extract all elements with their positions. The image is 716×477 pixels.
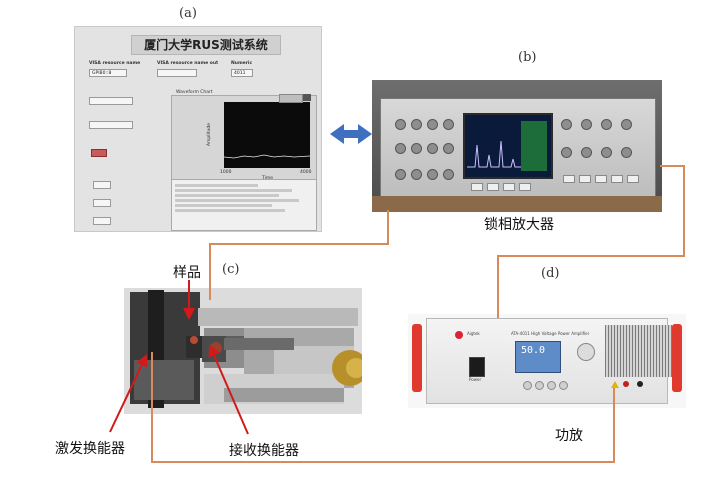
label-c: (c) — [222, 262, 240, 277]
knob — [427, 143, 438, 154]
exciter-label: 激发换能器 — [55, 441, 125, 457]
panel-button[interactable] — [523, 381, 532, 390]
desk-surface — [372, 196, 662, 212]
cable-lockin-to-sample — [209, 210, 389, 300]
key — [611, 175, 623, 183]
rotary-knob[interactable] — [577, 343, 595, 361]
screen-menu-area — [521, 121, 547, 171]
visa-out-label: VISA resource name out — [157, 61, 219, 66]
key — [519, 183, 531, 191]
brand-logo-icon — [455, 331, 463, 339]
receiver-label: 接收换能器 — [229, 443, 299, 459]
notes-box — [171, 179, 317, 231]
key — [487, 183, 499, 191]
bidirectional-arrow-icon — [330, 124, 372, 144]
label-b: (b) — [518, 50, 537, 65]
plot-toggle[interactable] — [279, 94, 303, 103]
waveform-chart: Waveform Chart Amplitude 1000 4000 Time — [171, 90, 317, 193]
knob — [443, 143, 454, 154]
amplifier-label: 功放 — [555, 428, 583, 444]
plot-toggle-indicator[interactable] — [303, 94, 311, 101]
key — [503, 183, 515, 191]
label-d: (d) — [541, 266, 560, 281]
range-field — [89, 121, 133, 129]
panel-button[interactable] — [547, 381, 556, 390]
knob — [601, 147, 612, 158]
knob — [561, 119, 572, 130]
amplifier-display — [515, 341, 561, 373]
knob — [561, 147, 572, 158]
knob — [395, 119, 406, 130]
numeric-field[interactable]: 4011 — [231, 69, 253, 77]
visa-resource-label: VISA resource name — [89, 61, 141, 66]
pointer-receiver — [208, 344, 249, 435]
power-amplifier-photo: Aigtek ATA-4011 High Voltage Power Ampli… — [408, 314, 686, 408]
visa-out-field — [157, 69, 197, 77]
delay-field[interactable] — [93, 217, 111, 225]
chart-plot-area — [223, 102, 311, 168]
sample-stage-photo — [124, 288, 362, 414]
waveform-trace — [223, 154, 311, 159]
cable-lockin-to-amplifier — [497, 165, 685, 318]
numeric-label: Numeric — [231, 61, 253, 66]
chart-title: Waveform Chart — [176, 90, 213, 95]
model-name: ATA-4011 High Voltage Power Amplifier — [511, 331, 590, 336]
lockin-amplifier-photo — [372, 80, 662, 212]
lockin-front-panel — [380, 98, 656, 198]
output-jack-black — [637, 381, 643, 387]
stop-button[interactable] — [91, 149, 107, 157]
freq-field — [89, 97, 133, 105]
key — [627, 175, 639, 183]
output-jack-red — [623, 381, 629, 387]
brand-name: Aigtek — [467, 331, 480, 336]
knob — [411, 169, 422, 180]
lockin-label: 锁相放大器 — [484, 217, 554, 233]
spectrum-trace — [467, 140, 521, 168]
knob — [581, 119, 592, 130]
warning-icon — [611, 381, 619, 388]
pointer-exciter — [109, 354, 148, 433]
sample-label: 样品 — [173, 265, 201, 281]
chart-x-label: Time — [262, 176, 273, 181]
display-value: 50.0 — [521, 345, 546, 356]
knob — [443, 119, 454, 130]
knob — [411, 119, 422, 130]
power-switch[interactable] — [469, 357, 485, 377]
right-handle — [672, 324, 682, 392]
ventilation-grille — [605, 325, 679, 377]
knob — [395, 169, 406, 180]
knob — [621, 119, 632, 130]
knob — [411, 143, 422, 154]
panel-button[interactable] — [559, 381, 568, 390]
chart-x-max: 4000 — [300, 170, 312, 175]
panel-button[interactable] — [535, 381, 544, 390]
knob — [621, 147, 632, 158]
knob — [443, 169, 454, 180]
power-label: Power — [469, 377, 482, 382]
lockin-screen — [463, 113, 553, 179]
software-title: 厦门大学RUS测试系统 — [131, 35, 281, 55]
begin-freq-field[interactable] — [93, 181, 111, 189]
visa-resource-select[interactable]: GPIB0::8 — [89, 69, 127, 77]
amplifier-front-panel: Aigtek ATA-4011 High Voltage Power Ampli… — [426, 318, 679, 404]
knob — [427, 119, 438, 130]
rus-software-panel: 厦门大学RUS测试系统 VISA resource name GPIB0::8 … — [74, 26, 322, 232]
end-freq-field[interactable] — [93, 199, 111, 207]
cable-amplifier-to-exciter — [151, 352, 615, 463]
key — [563, 175, 575, 183]
knob — [395, 143, 406, 154]
key — [595, 175, 607, 183]
knob — [427, 169, 438, 180]
chart-x-min: 1000 — [220, 170, 232, 175]
key — [471, 183, 483, 191]
knob — [601, 119, 612, 130]
knob — [581, 147, 592, 158]
left-handle — [412, 324, 422, 392]
key — [579, 175, 591, 183]
label-a: (a) — [179, 6, 197, 21]
sample-stage-drawing — [124, 288, 362, 414]
